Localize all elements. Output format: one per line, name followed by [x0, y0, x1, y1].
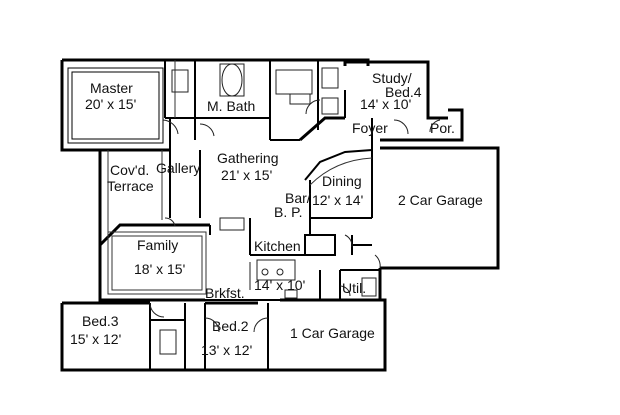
room-gallery-name: Gallery [156, 160, 201, 176]
interior-walls [67, 60, 380, 370]
room-master-size: 20' x 15' [85, 96, 137, 112]
room-terrace-name2: Terrace [107, 178, 154, 194]
room-porch-name: Por. [430, 120, 455, 136]
room-bar-name2: B. P. [274, 204, 303, 220]
doors [149, 99, 441, 333]
room-study-name2: Bed.4 [385, 84, 422, 100]
room-study-name: Study/ [372, 70, 412, 86]
fixtures [159, 63, 377, 355]
room-bed2-name: Bed.2 [212, 318, 249, 334]
room-kitchen-name: Kitchen [254, 238, 301, 254]
room-bar-name: Bar/ [285, 190, 311, 206]
room-terrace-name: Cov'd. [110, 162, 150, 178]
room-family-name: Family [137, 237, 179, 253]
room-dining-size: 12' x 14' [312, 192, 364, 208]
room-family-size: 18' x 15' [134, 261, 186, 277]
room-foyer-name: Foyer [352, 120, 388, 136]
room-study-size: 14' x 10' [360, 96, 412, 112]
room-gathering-size: 21' x 15' [221, 167, 273, 183]
room-bed3-name: Bed.3 [82, 313, 119, 329]
room-dining-name: Dining [322, 173, 362, 189]
room-master-name: Master [90, 80, 133, 96]
room-bed2-size: 13' x 12' [201, 342, 253, 358]
room-gathering-name: Gathering [217, 150, 279, 166]
room-two-car-garage-name: 2 Car Garage [398, 192, 483, 208]
room-utility-name: Util. [342, 280, 367, 296]
room-bed3-size: 15' x 12' [70, 331, 122, 347]
room-master-bath-name: M. Bath [207, 98, 256, 114]
room-breakfast-name: Brkfst. [205, 285, 245, 301]
room-kitchen-size: 14' x 10' [254, 277, 306, 293]
room-one-car-garage-name: 1 Car Garage [290, 325, 375, 341]
